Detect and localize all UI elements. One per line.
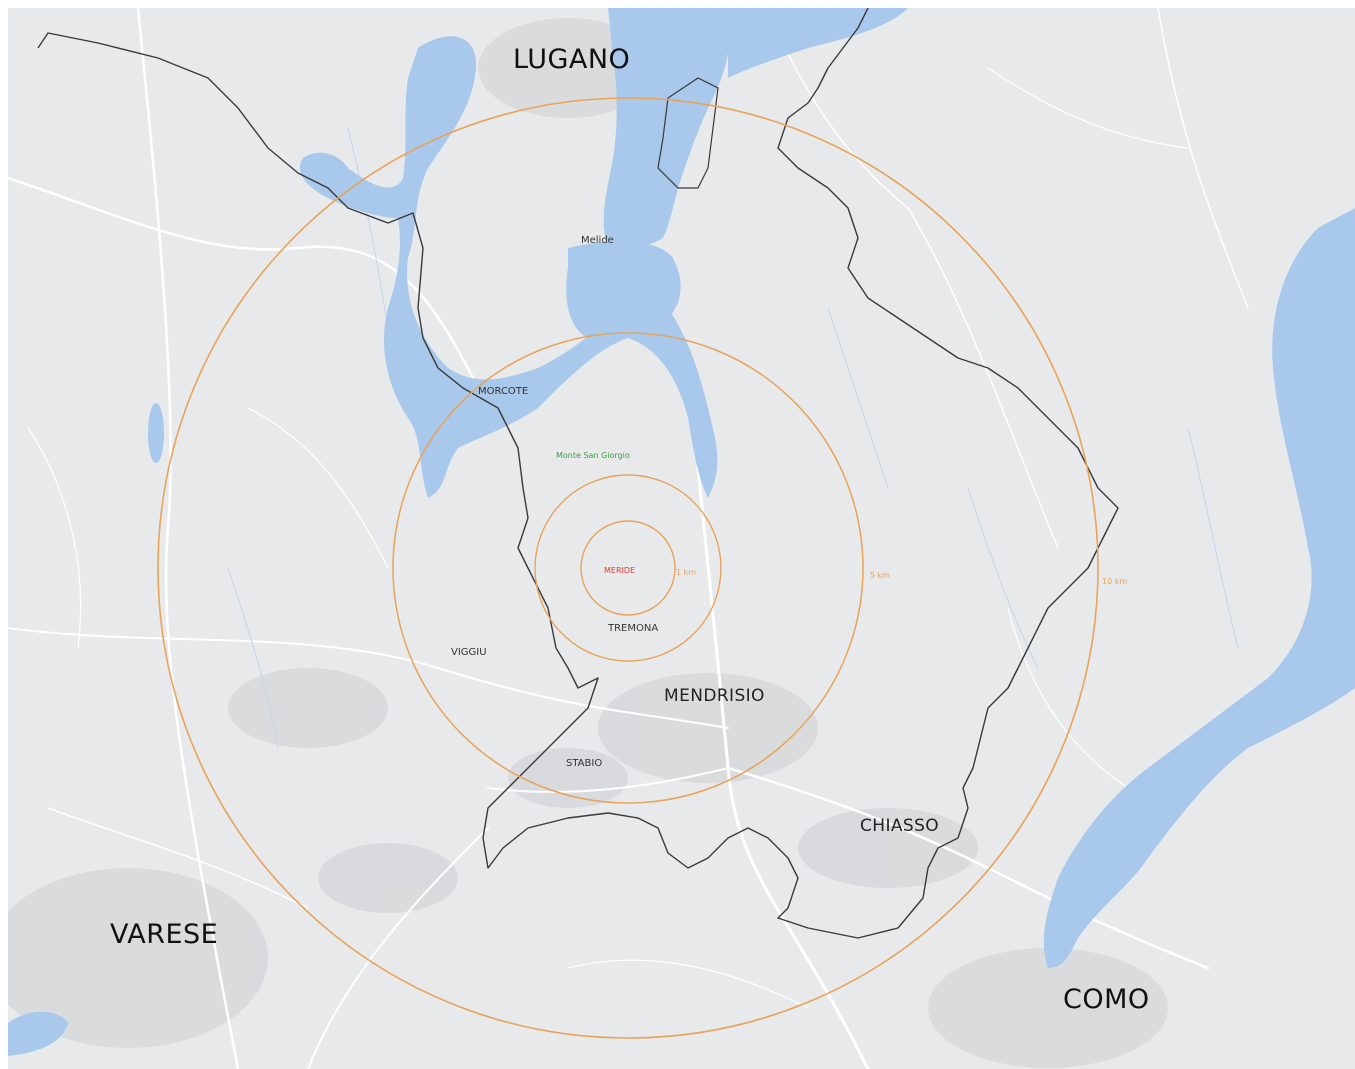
label-melide: Melide [581,235,614,246]
ring-10km [157,97,1099,1039]
label-stabio: STABIO [566,758,602,769]
ring-label-5km: 5 km [870,571,890,580]
ring-1km [580,520,676,616]
label-viggiu: VIGGIU [451,647,487,658]
label-monte-san-giorgio: Monte San Giorgio [556,451,630,460]
map-canvas[interactable]: 1 km 5 km 10 km LUGANO VARESE COMO MENDR… [8,8,1355,1069]
ring-label-1km: 1 km [676,568,696,577]
label-mendrisio: MENDRISIO [664,686,765,706]
label-meride: MERIDE [604,566,635,575]
roads [8,8,1249,1069]
land-background [8,8,1355,1069]
map-svg: 1 km 5 km 10 km LUGANO VARESE COMO MENDR… [8,8,1355,1069]
label-lugano: LUGANO [513,44,630,75]
ring-2km [534,474,722,662]
national-border [37,8,1119,939]
label-varese: VARESE [110,919,218,950]
lake-como [1043,208,1355,968]
lake-lugano [299,8,908,498]
label-morcote: MORCOTE [478,386,528,397]
small-lakes [8,403,164,1056]
ring-label-10km: 10 km [1102,577,1127,586]
streams [227,127,1239,749]
label-tremona: TREMONA [607,623,658,634]
urban-areas [8,18,1168,1068]
label-chiasso: CHIASSO [860,816,939,836]
distance-rings [157,97,1099,1039]
ring-5km [392,332,864,804]
label-como: COMO [1063,984,1150,1015]
border-bay [657,77,719,189]
